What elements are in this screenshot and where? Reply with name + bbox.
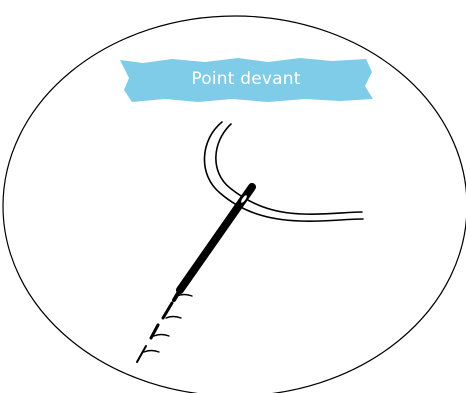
running-stitches — [136, 293, 193, 363]
title-text: Point devant — [191, 69, 300, 89]
stitch-segment — [149, 323, 160, 340]
thread-line-outer — [203, 121, 364, 223]
oval-frame — [2, 15, 466, 393]
banner-shape — [120, 58, 373, 102]
stitch-segment — [136, 345, 147, 363]
stitch-tick — [153, 333, 170, 337]
thread-line-inner — [215, 123, 363, 216]
needle-body — [176, 183, 256, 294]
stitch-tick — [165, 315, 182, 319]
needle — [172, 183, 256, 302]
stitch-tick — [143, 349, 160, 353]
needle-tip — [172, 288, 182, 302]
stitch-segment — [161, 301, 174, 320]
title-banner: Point devant — [120, 58, 373, 102]
needle-eye — [241, 195, 247, 203]
thread — [203, 121, 364, 223]
stitch-tick — [176, 293, 193, 297]
